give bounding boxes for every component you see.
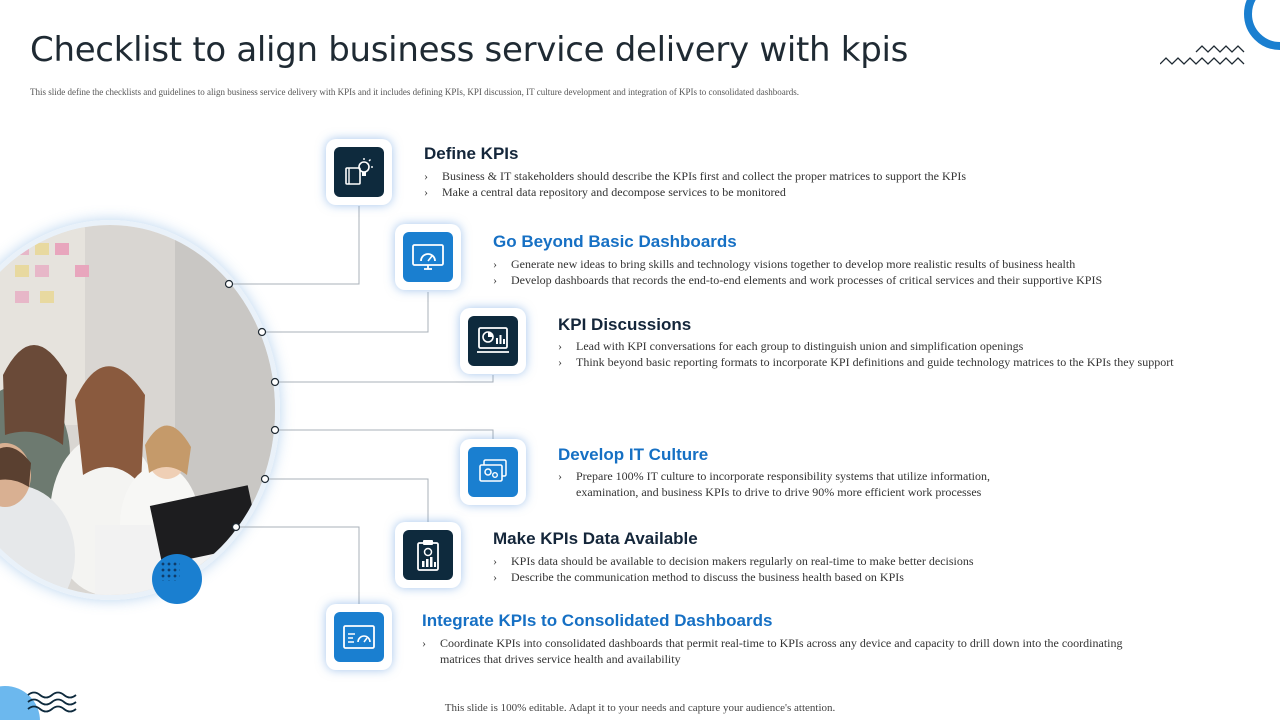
step-3-bullet: Lead with KPI conversations for each gro… — [558, 338, 1273, 354]
dashboard-gauge-icon — [343, 625, 375, 649]
step-1-bullet: Business & IT stakeholders should descri… — [424, 168, 1144, 184]
settings-cards-icon — [479, 459, 507, 482]
footer-note: This slide is 100% editable. Adapt it to… — [444, 702, 836, 714]
step-4-bullets: Prepare 100% IT culture to incorporate r… — [558, 468, 1048, 500]
page-subtitle: This slide define the checklists and gui… — [30, 87, 799, 97]
step-5-bullet: Describe the communication method to dis… — [493, 569, 1213, 585]
step-3-title: KPI Discussions — [558, 315, 692, 334]
step-3-bullets: Lead with KPI conversations for each gro… — [558, 338, 1273, 370]
zigzag-decoration — [1160, 45, 1245, 65]
step-2-bullet: Develop dashboards that records the end-… — [493, 272, 1233, 288]
step-3-icon-box — [460, 308, 526, 374]
step-6-icon-box — [326, 604, 392, 670]
step-2-bullets: Generate new ideas to bring skills and t… — [493, 256, 1233, 288]
step-1-bullets: Business & IT stakeholders should descri… — [424, 168, 1144, 200]
analytics-monitor-icon — [477, 327, 509, 353]
lightbulb-book-icon — [345, 158, 373, 185]
page-title: Checklist to align business service deli… — [30, 30, 909, 70]
step-3-bullet: Think beyond basic reporting formats to … — [558, 354, 1273, 370]
step-4-title: Develop IT Culture — [558, 445, 709, 464]
step-5-icon-box — [395, 522, 461, 588]
step-6-bullets: Coordinate KPIs into consolidated dashbo… — [422, 635, 1152, 667]
step-1-icon-box — [326, 139, 392, 205]
accent-circle — [152, 554, 202, 604]
step-4-bullet: Prepare 100% IT culture to incorporate r… — [558, 468, 1048, 500]
wave-decoration — [27, 691, 77, 713]
monitor-gauge-icon — [412, 244, 444, 270]
step-5-bullets: KPIs data should be available to decisio… — [493, 553, 1213, 585]
team-photo — [0, 220, 280, 600]
step-2-bullet: Generate new ideas to bring skills and t… — [493, 256, 1233, 272]
step-4-icon-box — [460, 439, 526, 505]
step-2-icon-box — [395, 224, 461, 290]
step-5-bullet: KPIs data should be available to decisio… — [493, 553, 1213, 569]
step-1-bullet: Make a central data repository and decom… — [424, 184, 1144, 200]
step-5-title: Make KPIs Data Available — [493, 529, 698, 548]
step-1-title: Define KPIs — [424, 144, 519, 163]
step-2-title: Go Beyond Basic Dashboards — [493, 232, 737, 251]
clipboard-chart-icon — [417, 540, 439, 571]
step-6-bullet: Coordinate KPIs into consolidated dashbo… — [422, 635, 1152, 667]
step-6-title: Integrate KPIs to Consolidated Dashboard… — [422, 611, 773, 630]
